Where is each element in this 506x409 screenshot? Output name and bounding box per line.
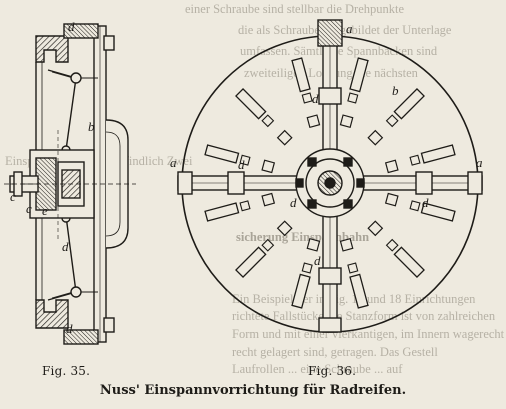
bleed-line: Form und mit einer vierkantigen, im Inne…: [232, 327, 505, 341]
middle-hole: [261, 238, 275, 252]
inner-hole: [384, 192, 399, 207]
outer-slot: [204, 144, 240, 164]
outer-slot: [393, 88, 425, 120]
inner-hole: [276, 129, 293, 146]
inner-hole: [384, 159, 399, 174]
fig35-drawing: [4, 23, 136, 345]
ref-letter: c: [10, 189, 16, 204]
inner-hole: [306, 114, 321, 129]
outer-slot: [420, 144, 456, 164]
middle-hole: [261, 114, 275, 128]
fig35-label: Fig. 35.: [42, 364, 91, 378]
outer-slot: [235, 88, 267, 120]
rim-section-bottom: [35, 299, 69, 329]
inner-hole: [339, 114, 354, 129]
middle-hole: [385, 114, 399, 128]
bleed-line: recht gelagert sind, getragen. Das Geste…: [232, 345, 438, 359]
top-jaw: [317, 19, 343, 47]
inner-hole: [367, 220, 384, 237]
middle-hole: [347, 92, 359, 104]
rim-section-top: [35, 35, 69, 63]
outer-slot: [204, 202, 240, 222]
lower-lever: [47, 215, 77, 301]
inner-hole: [261, 159, 276, 174]
bleed-line: Laufrollen ... eine Schraube ... auf: [232, 362, 403, 376]
middle-hole: [347, 262, 359, 274]
inner-hole: [261, 192, 276, 207]
ref-letter: a: [476, 155, 483, 170]
middle-hole: [239, 154, 251, 166]
outer-slot: [291, 273, 311, 309]
upper-lever: [47, 69, 77, 151]
outer-slot: [349, 57, 369, 93]
middle-hole: [409, 200, 421, 212]
left-jaw: [177, 171, 193, 195]
ref-letter: d: [290, 195, 297, 210]
bottom-bracket: [63, 329, 99, 345]
ref-letter: b: [392, 83, 399, 98]
ref-letter: e: [42, 203, 48, 218]
ref-letter: d: [62, 239, 69, 254]
outer-slot: [349, 273, 369, 309]
figure-caption: Nuss' Einspannvorrichtung für Radreifen.: [99, 383, 407, 398]
bottom-jaw: [318, 317, 342, 333]
middle-hole: [385, 238, 399, 252]
bottom-nut: [103, 317, 115, 333]
outer-slot: [393, 246, 425, 278]
ref-letter: d: [314, 253, 321, 268]
ref-letter: d: [66, 321, 73, 336]
top-bracket: [63, 23, 99, 39]
inner-hole: [367, 129, 384, 146]
middle-hole: [239, 200, 251, 212]
fig36-label: Fig. 36.: [308, 364, 357, 378]
outer-slot: [291, 57, 311, 93]
inner-hole: [306, 237, 321, 252]
middle-hole: [409, 154, 421, 166]
right-jaw: [467, 171, 483, 195]
ref-letter: d: [312, 91, 319, 106]
ref-letter: d: [238, 157, 245, 172]
outer-slot: [235, 246, 267, 278]
bleed-line: die als Schraube ausgebildet der Unterla…: [238, 23, 452, 37]
outer-slot: [420, 202, 456, 222]
ref-letter: b: [88, 119, 95, 134]
inner-hole: [276, 220, 293, 237]
middle-hole: [301, 92, 313, 104]
ref-letter: a: [170, 155, 177, 170]
ref-letter: d: [422, 195, 429, 210]
bleed-line: einer Schraube sind stellbar die Drehpun…: [185, 2, 405, 16]
bleed-line: richtete Fallstücke die Stanzform ist vo…: [232, 309, 496, 323]
ref-letter: c: [26, 201, 32, 216]
inner-hole: [339, 237, 354, 252]
ref-letter: d: [68, 19, 75, 34]
ref-letter: a: [346, 21, 353, 36]
middle-hole: [301, 262, 313, 274]
slot-ring: [204, 57, 456, 309]
top-nut: [103, 35, 115, 51]
fig36-drawing: [177, 19, 483, 333]
